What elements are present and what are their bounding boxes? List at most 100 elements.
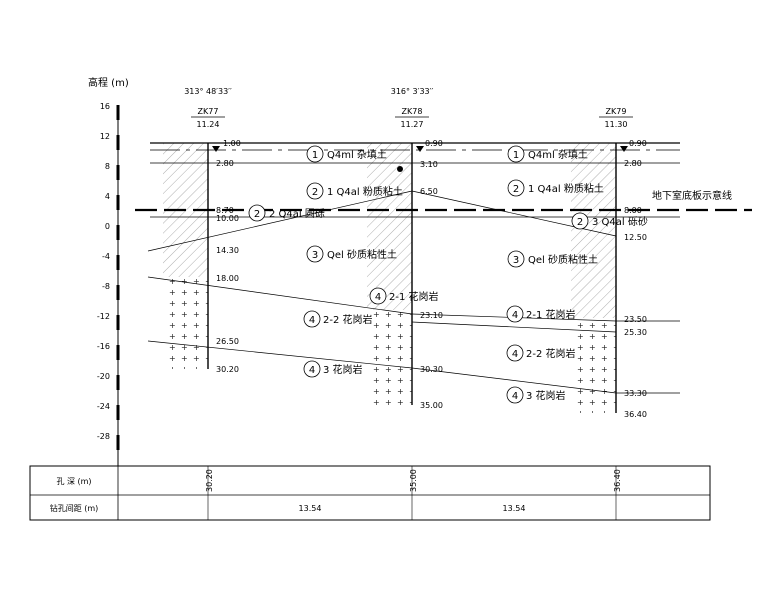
spacing-values: 13.54 13.54 — [299, 504, 526, 513]
svg-text:3 花岗岩: 3 花岗岩 — [323, 363, 363, 376]
hole-depth-values: 30.20 35.00 36.40 — [205, 469, 622, 492]
layer-label-4-2-1-zk79: 4 2-1 花岗岩 — [506, 305, 576, 323]
svg-text:2-1 花岗岩: 2-1 花岗岩 — [389, 290, 439, 303]
svg-text:Qel 砂质粘性土: Qel 砂质粘性土 — [528, 253, 598, 266]
zk77-depth: 8.70 — [216, 206, 234, 215]
svg-text:1 Q4al 粉质粘土: 1 Q4al 粉质粘土 — [528, 182, 604, 195]
axis-black-segments — [116, 105, 120, 450]
zk78-coord: 316° 3′33′′ — [391, 87, 434, 96]
layer-label-2-1-zk78: 2 1 Q4al 粉质粘土 — [306, 182, 403, 200]
row-label-spacing: 钻孔间距 (m) — [50, 503, 99, 513]
layer-label-1-zk77: 1 Q4ml 杂填土 — [306, 145, 387, 163]
zk77-depth: 2.80 — [216, 159, 234, 168]
svg-text:2: 2 — [312, 187, 318, 198]
zk78-depth: 30.30 — [420, 365, 443, 374]
layer-label-4-2-1-zk78: 4 2-1 花岗岩 — [369, 287, 439, 305]
svg-text:Q4ml 杂填土: Q4ml 杂填土 — [528, 148, 588, 161]
zk78-depth: 35.00 — [420, 401, 443, 410]
tick-label: -4 — [102, 252, 110, 261]
borehole-zk77 — [163, 143, 209, 369]
row-label-depth: 孔 深 (m) — [56, 477, 91, 486]
spacing-value: 13.54 — [503, 504, 526, 513]
layer-label-3-zk79: 3 Qel 砂质粘性土 — [507, 250, 598, 268]
svg-text:4: 4 — [512, 391, 518, 402]
svg-text:Qel 砂质粘性土: Qel 砂质粘性土 — [327, 248, 397, 261]
zk77-depth: 30.20 — [216, 365, 239, 374]
svg-text:3: 3 — [513, 255, 519, 266]
zk79-depth: 36.40 — [624, 410, 647, 419]
layer-label-4-2-2-zk79: 4 2-2 花岗岩 — [506, 344, 576, 362]
layer-label-4-3-zk79: 4 3 花岗岩 — [506, 386, 566, 404]
depth-value-zk79: 36.40 — [613, 469, 622, 492]
zk77-coord: 313° 48′33′′ — [184, 87, 232, 96]
zk77-elevation: 11.24 — [197, 120, 220, 129]
zk77-depth: 14.30 — [216, 246, 239, 255]
water-level-markers — [212, 146, 628, 152]
svg-text:2-1 花岗岩: 2-1 花岗岩 — [526, 308, 576, 321]
zk79-elevation: 11.30 — [605, 120, 628, 129]
tick-label: -16 — [97, 342, 110, 351]
layer-label-2-2: 2 2 Q4al 圆砾 — [248, 204, 325, 222]
tick-label: -8 — [102, 282, 110, 291]
zk78-depth: 6.50 — [420, 187, 438, 196]
svg-text:2-2 花岗岩: 2-2 花岗岩 — [323, 313, 373, 326]
stratum-boundaries — [147, 162, 680, 394]
layer-label-4-2-2-zk77: 4 2-2 花岗岩 — [303, 310, 373, 328]
zk77-depth: 26.50 — [216, 337, 239, 346]
tick-label: -12 — [97, 312, 110, 321]
svg-text:1: 1 — [513, 150, 519, 161]
svg-text:1 Q4al 粉质粘土: 1 Q4al 粉质粘土 — [327, 185, 403, 198]
svg-text:4: 4 — [375, 292, 381, 303]
tick-label: 4 — [105, 192, 110, 201]
tick-label: 12 — [100, 132, 110, 141]
summary-table: 孔 深 (m) 钻孔间距 (m) 30.20 35.00 36.40 13.54… — [29, 465, 711, 521]
svg-text:1: 1 — [312, 150, 318, 161]
zk78-depth: 3.10 — [420, 160, 438, 169]
svg-text:3: 3 — [312, 250, 318, 261]
zk78-depth: 23.10 — [420, 311, 443, 320]
zk79-depth: 0.90 — [629, 139, 647, 148]
layer-label-2-1-zk79: 2 1 Q4al 粉质粘土 — [507, 179, 604, 197]
depth-labels: 1.00 2.80 8.70 10.00 14.30 18.00 26.50 3… — [216, 139, 647, 419]
zk79-id: ZK79 — [606, 107, 627, 116]
svg-text:4: 4 — [309, 315, 315, 326]
depth-value-zk77: 30.20 — [205, 469, 214, 492]
axis-title: 高程 (m) — [88, 76, 129, 89]
zk77-depth: 10.00 — [216, 214, 239, 223]
basement-label: 地下室底板示意线 — [652, 189, 732, 202]
zk77-id: ZK77 — [198, 107, 219, 116]
layer-label-1-zk79: 1 Q4ml 杂填土 — [507, 145, 588, 163]
svg-text:3 花岗岩: 3 花岗岩 — [526, 389, 566, 402]
tick-label: -28 — [97, 432, 110, 441]
svg-text:4: 4 — [512, 310, 518, 321]
tick-label: -24 — [97, 402, 110, 411]
svg-text:2: 2 — [577, 217, 583, 228]
zk79-depth: 2.80 — [624, 159, 642, 168]
svg-text:2-2 花岗岩: 2-2 花岗岩 — [526, 347, 576, 360]
layer-label-3-zk78: 3 Qel 砂质粘性土 — [306, 245, 397, 263]
borehole-zk78 — [367, 143, 413, 405]
tick-label: -20 — [97, 372, 110, 381]
spacing-value: 13.54 — [299, 504, 322, 513]
depth-value-zk78: 35.00 — [409, 469, 418, 492]
layer-label-4-3-zk77: 4 3 花岗岩 — [303, 360, 363, 378]
svg-text:2 Q4al 圆砾: 2 Q4al 圆砾 — [269, 207, 325, 220]
zk78-depth: 0.90 — [425, 139, 443, 148]
tick-label: 8 — [105, 162, 110, 171]
zk78-id: ZK78 — [402, 107, 423, 116]
svg-text:3 Q4al 砾砂: 3 Q4al 砾砂 — [592, 215, 648, 228]
zk78-elevation: 11.27 — [401, 120, 424, 129]
svg-text:Q4ml 杂填土: Q4ml 杂填土 — [327, 148, 387, 161]
svg-text:2: 2 — [254, 209, 260, 220]
zk79-depth: 8.00 — [624, 206, 642, 215]
zk79-depth: 23.50 — [624, 315, 647, 324]
svg-text:4: 4 — [309, 365, 315, 376]
zk79-depth: 25.30 — [624, 328, 647, 337]
zk79-depth: 33.30 — [624, 389, 647, 398]
axis-tick-labels: 16 12 8 4 0 -4 -8 -12 -16 -20 -24 -28 — [97, 102, 110, 441]
borehole-zk79 — [571, 143, 617, 413]
tick-label: 16 — [100, 102, 110, 111]
zk77-depth: 18.00 — [216, 274, 239, 283]
svg-text:2: 2 — [513, 184, 519, 195]
